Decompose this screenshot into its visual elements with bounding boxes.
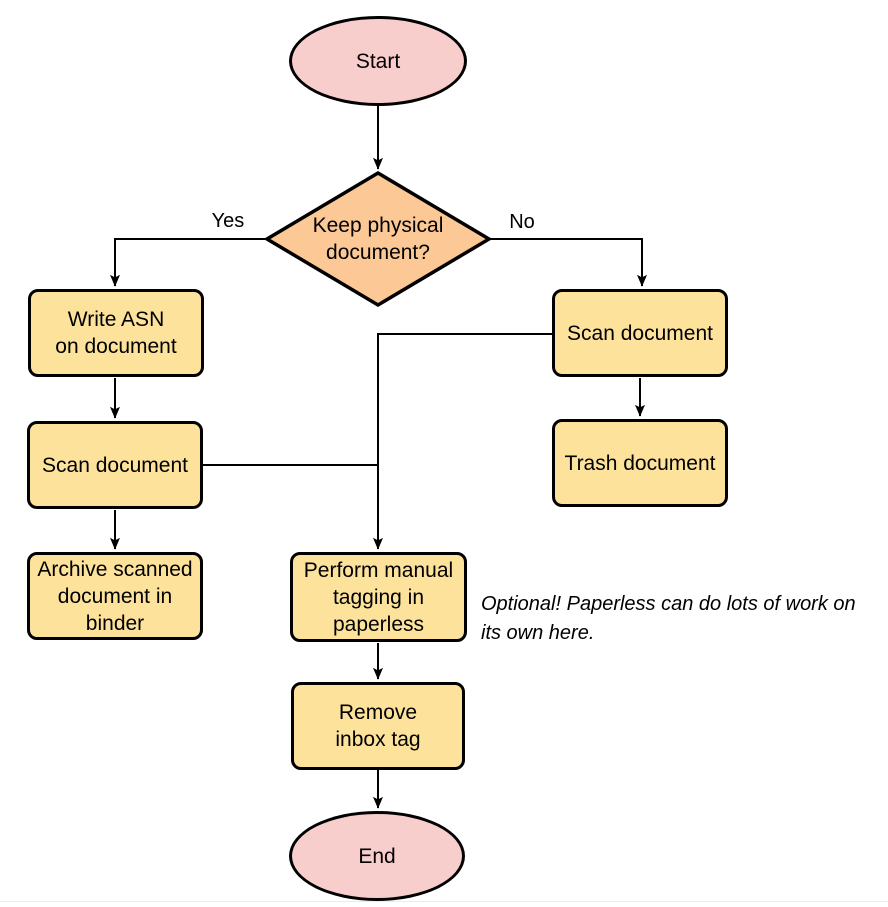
node-archive-line: binder — [85, 611, 145, 635]
edge-decision-yes-to-write-asn — [110, 238, 265, 287]
node-start: Start — [289, 16, 467, 106]
node-perform-tagging: Perform manual tagging in paperless — [290, 552, 467, 642]
node-archive-line: Archive scanned — [37, 557, 193, 581]
edge-label-no: No — [509, 211, 535, 233]
edge-decision-no-to-scan-right — [490, 238, 647, 287]
decision-diamond-shape — [263, 170, 493, 308]
node-end: End — [289, 811, 465, 901]
node-trash: Trash document — [552, 419, 728, 507]
node-write-asn-line: on document — [55, 335, 177, 358]
node-decision-line: document? — [326, 241, 430, 264]
node-scan-right-label: Scan document — [567, 321, 713, 345]
optional-note-line: Optional! Paperless can do lots of work … — [481, 593, 856, 615]
node-trash-label: Trash document — [564, 451, 716, 475]
node-perform-tagging-line: Perform manual — [303, 558, 454, 582]
node-write-asn: Write ASN on document — [28, 289, 204, 377]
node-remove-inbox-line: inbox tag — [335, 728, 421, 751]
bottom-divider — [0, 901, 888, 902]
edge-scan-right-to-perform-tagging — [373, 333, 552, 550]
node-archive: Archive scanned document in binder — [27, 552, 203, 640]
node-write-asn-line: Write ASN — [67, 308, 165, 331]
node-remove-inbox-line: Remove — [338, 701, 418, 724]
node-decision: Keep physical document? — [278, 212, 478, 266]
node-perform-tagging-line: paperless — [332, 612, 425, 636]
node-decision-line: Keep physical — [312, 214, 444, 237]
node-scan-right: Scan document — [552, 289, 728, 377]
node-start-label: Start — [355, 49, 401, 73]
node-scan-left-label: Scan document — [42, 453, 188, 477]
node-archive-line: document in — [57, 584, 173, 608]
node-perform-tagging-line: tagging in — [332, 585, 425, 609]
optional-note: Optional! Paperless can do lots of work … — [481, 590, 856, 648]
node-end-label: End — [358, 844, 396, 868]
edge-label-yes: Yes — [211, 210, 245, 232]
node-scan-left: Scan document — [27, 421, 203, 509]
node-remove-inbox: Remove inbox tag — [291, 682, 465, 770]
optional-note-line: its own here. — [481, 622, 595, 644]
